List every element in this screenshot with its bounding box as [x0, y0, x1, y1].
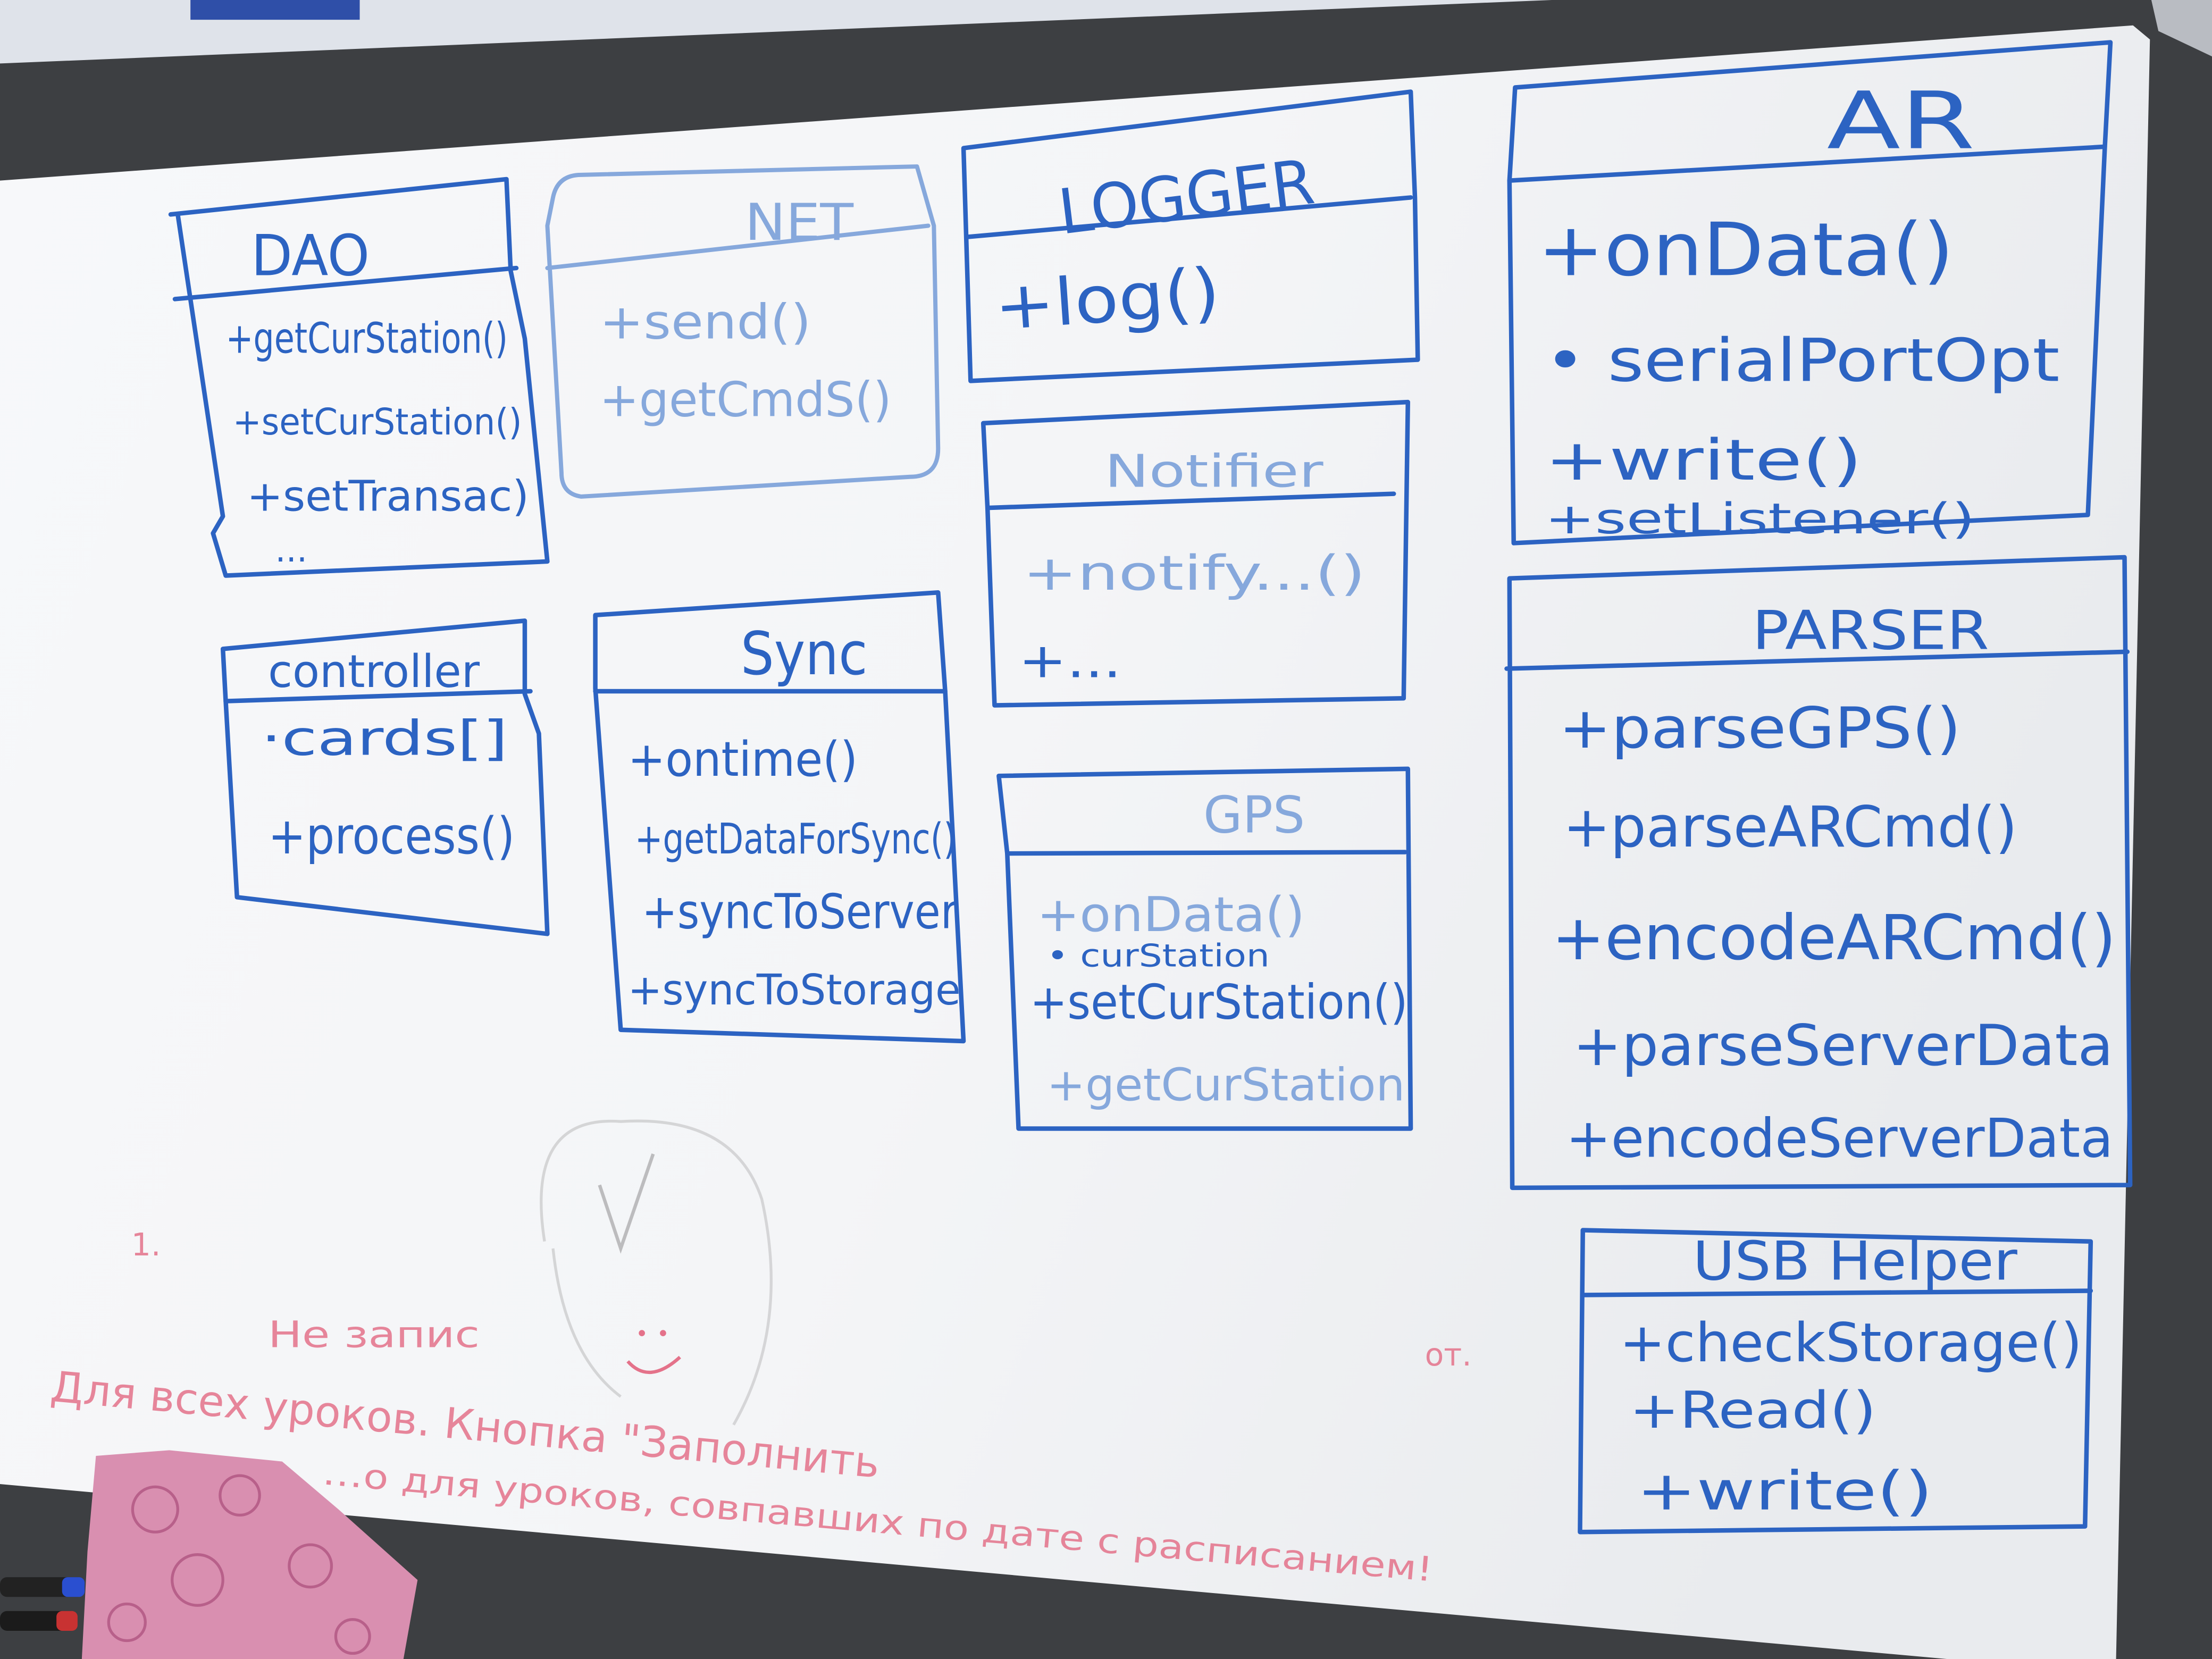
class-member: +onData(): [1037, 887, 1305, 943]
class-member: +parseServerData: [1573, 1013, 2113, 1079]
class-member: +process(): [268, 806, 515, 866]
class-member: +write(): [1545, 428, 1862, 493]
note-line: от.: [1425, 1337, 1472, 1373]
class-member: +getCurStation: [1047, 1059, 1405, 1111]
class-member: +getCmdS(): [600, 372, 892, 428]
box-divider: [545, 223, 931, 271]
class-box-sync: Sync +ontime() +getDataForSync() +syncTo…: [593, 590, 966, 1044]
class-box-notifier: Notifier +notify...() +...: [981, 399, 1410, 708]
class-member: +syncToServer: [642, 884, 958, 940]
note-line: Не запис: [268, 1314, 480, 1356]
class-title: Sync: [741, 620, 868, 689]
box-outline: [961, 89, 1420, 383]
box-outline: [981, 399, 1410, 708]
class-member: +getCurStation(): [225, 313, 508, 363]
class-member: +setListener(): [1545, 494, 1975, 543]
class-box-parser: PARSER +parseGPS() +parseARCmd() +encode…: [1504, 555, 2133, 1191]
class-box-gps: GPS +onData() • curStation +setCurStatio…: [996, 766, 1413, 1131]
class-member: +write(): [1637, 1460, 1933, 1522]
class-member: +Read(): [1629, 1380, 1876, 1440]
box-divider: [1504, 649, 2130, 671]
class-member: +notify...(): [1023, 546, 1365, 601]
box-divider: [223, 689, 533, 703]
class-title: AR: [1827, 76, 1975, 167]
box-divider: [985, 491, 1396, 510]
class-member: +send(): [600, 295, 811, 350]
box-divider: [1005, 850, 1407, 856]
marker-cap-blue: [62, 1577, 85, 1597]
box-divider: [172, 265, 519, 301]
checkmark-icon: [598, 1153, 655, 1254]
class-box-ar: AR +onData() • serialPortOpt +write() +s…: [1507, 40, 2113, 546]
class-member: +setTransac): [247, 471, 529, 521]
class-member: +encodeARCmd(): [1552, 902, 2116, 974]
class-member: +parseARCmd(): [1563, 794, 2017, 860]
class-member: +syncToStorage: [628, 965, 961, 1015]
class-title: Notifier: [1104, 445, 1323, 498]
box-outline: [1507, 555, 2133, 1191]
box-divider: [1507, 144, 2107, 183]
box-divider: [1580, 1288, 2093, 1297]
class-member: ·cards[]: [261, 710, 508, 766]
class-member: • curStation: [1047, 937, 1270, 974]
box-outline: [168, 177, 550, 578]
markers: [0, 1577, 85, 1631]
class-box-dao: DAO +getCurStation() +setCurStation() +s…: [168, 177, 550, 578]
box-outline: [545, 164, 941, 499]
class-box-net: NET +send() +getCmdS(): [545, 164, 941, 499]
class-member: +parseGPS(): [1559, 696, 1961, 761]
class-member: +setCurStation(): [233, 401, 522, 443]
class-box-usb-helper: USB Helper +checkStorage() +Read() +writ…: [1578, 1228, 2093, 1535]
class-title: NET: [745, 192, 854, 252]
box-divider: [964, 195, 1413, 239]
class-member: +checkStorage(): [1620, 1311, 2082, 1374]
ghost-marks: [540, 1119, 773, 1426]
box-outline: [593, 590, 966, 1044]
class-title: GPS: [1203, 785, 1305, 844]
class-member: +ontime(): [628, 732, 858, 787]
class-member: +setCurStation(): [1030, 975, 1408, 1030]
box-outline: [996, 766, 1413, 1131]
box-outline: [1578, 1228, 2093, 1535]
class-member: +onData(): [1538, 207, 1954, 292]
class-member: +getDataForSync(): [635, 814, 957, 864]
class-member: • serialPortOpt: [1545, 326, 2059, 395]
class-member: +log(): [992, 254, 1222, 345]
note-number: 1.: [131, 1227, 161, 1263]
marker-cap-red: [56, 1611, 78, 1631]
wall-corner: [2151, 0, 2212, 57]
class-title: USB Helper: [1693, 1229, 2018, 1292]
class-member: +...: [1019, 633, 1122, 689]
smiley-icon: [626, 1330, 681, 1374]
box-outline: [220, 618, 550, 936]
class-title: PARSER: [1752, 599, 1989, 661]
class-title: controller: [268, 646, 480, 698]
wall-sticker: [190, 0, 360, 20]
cloth: [81, 1450, 418, 1659]
class-member: ...: [275, 531, 307, 570]
class-box-controller: controller ·cards[] +process(): [220, 618, 550, 936]
class-member: +encodeServerData: [1566, 1107, 2113, 1170]
class-title: DAO: [251, 223, 370, 289]
whiteboard-surface: [0, 25, 2150, 1659]
